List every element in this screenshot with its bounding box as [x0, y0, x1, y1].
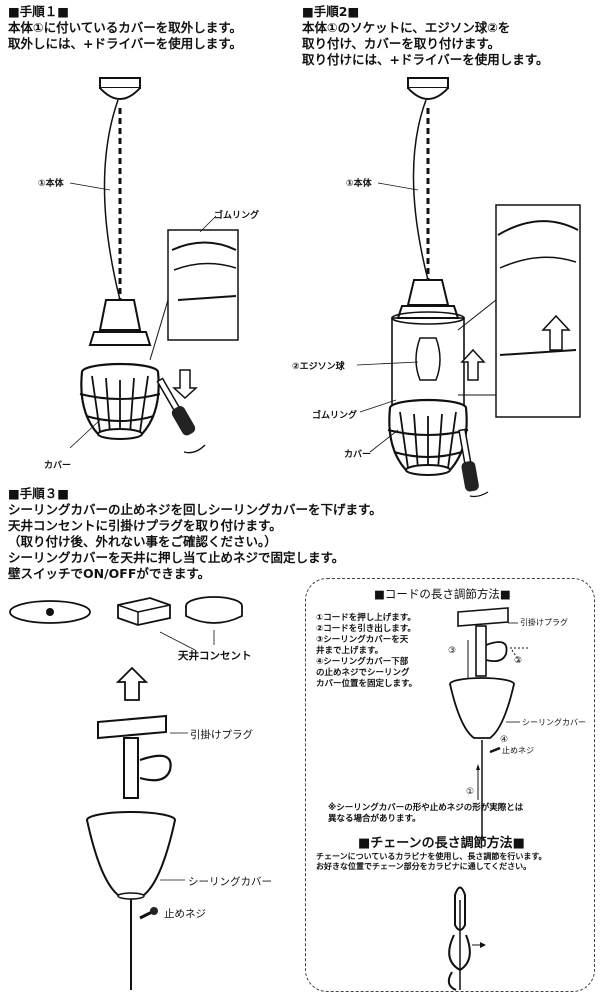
- cord-length-box: [305, 578, 595, 992]
- cord-step-4b: の止めネジでシーリング: [316, 668, 410, 678]
- hook-plug-label: 引掛けプラグ: [190, 729, 253, 741]
- ceiling-cover-label: シーリングカバー: [188, 876, 272, 888]
- step1-line-1: 本体①に付いているカバーを取外します。: [8, 20, 242, 35]
- step2-lamp-drawing: [356, 77, 581, 498]
- chain-line-1: チェーンについているカラビナを使用し、長さ調節を行います。: [316, 852, 547, 861]
- set-screw-label: 止めネジ: [164, 908, 206, 920]
- cord-box-steps: ①コードを押し上げます。 ②コードを引き出します。 ③シーリングカバーを天 井ま…: [316, 613, 417, 690]
- chain-box-text: チェーンについているカラビナを使用し、長さ調節を行います。 お好きな位置でチェー…: [316, 852, 547, 872]
- ceiling-outlet-label: 天井コンセント: [178, 650, 252, 662]
- cord-num-2: ②: [514, 656, 523, 666]
- cord-step-4c: カバー位置を固定します。: [316, 679, 418, 689]
- step2-rubber-ring-label: ゴムリング: [312, 411, 358, 421]
- step3-line-1: シーリングカバーの止めネジを回しシーリングカバーを下げます。: [8, 502, 382, 517]
- step2-cover-label: カバー: [344, 450, 372, 460]
- step3-line-4: シーリングカバーを天井に押し当て止めネジで固定します。: [8, 550, 345, 565]
- step2-bulb-label: ②エジソン球: [292, 362, 345, 372]
- step2-line-1: 本体①のソケットに、エジソン球②を: [302, 20, 511, 35]
- cord-screw-label: 止めネジ: [502, 746, 534, 755]
- cord-num-4: ④: [500, 735, 509, 745]
- step3-line-5: 壁スイッチでON/OFFができます。: [8, 566, 211, 581]
- cord-box-title: ■コードの長さ調節方法■: [374, 587, 511, 601]
- cord-cover-label: シーリングカバー: [522, 718, 586, 727]
- step1-heading: ■手順１■: [8, 4, 70, 19]
- step1-lamp-drawing: [69, 77, 239, 454]
- step2-instructions: ■手順2■ 本体①のソケットに、エジソン球②を 取り付け、カバーを取り付けます。…: [302, 4, 548, 68]
- cord-box-note: ※シーリングカバーの形や止めネジの形が実際とは 異なる場合があります。: [328, 803, 523, 825]
- step2-line-2: 取り付け、カバーを取り付けます。: [302, 36, 501, 51]
- cord-plug-label: 引掛けプラグ: [520, 618, 568, 627]
- cord-num-3: ③: [448, 646, 457, 656]
- cord-step-2: ②コードを引き出します。: [316, 624, 416, 634]
- cord-num-1: ①: [466, 787, 475, 797]
- cord-note-line-1: ※シーリングカバーの形や止めネジの形が実際とは: [328, 803, 524, 813]
- cord-step-1: ①コードを押し上げます。: [316, 613, 416, 623]
- cord-adjust-drawing: [449, 607, 528, 840]
- chain-line-2: お好きな位置でチェーン部分をカラビナに通してください。: [316, 862, 532, 871]
- step3-heading: ■手順３■: [8, 486, 70, 501]
- step2-heading: ■手順2■: [302, 4, 360, 19]
- cord-step-4a: ④シーリングカバー下部: [316, 657, 409, 667]
- chain-box-title: ■チェーンの長さ調節方法■: [358, 836, 525, 851]
- step1-body-label: ①本体: [38, 179, 64, 189]
- step3-ceiling-parts: [9, 596, 243, 990]
- cord-step-3b: 井まで上げます。: [316, 646, 384, 656]
- step1-rubber-ring-label: ゴムリング: [214, 211, 260, 221]
- step1-instructions: ■手順１■ 本体①に付いているカバーを取外します。 取外しには、+ドライバーを使…: [8, 4, 242, 52]
- step2-line-3: 取り付けには、+ドライバーを使用します。: [302, 52, 549, 67]
- step3-line-2: 天井コンセントに引掛けプラグを取り付けます。: [8, 518, 282, 533]
- cord-note-line-2: 異なる場合があります。: [328, 814, 421, 824]
- step3-line-3: （取り付け後、外れない事をご確認ください。）: [8, 534, 277, 549]
- step2-body-label: ①本体: [346, 179, 372, 189]
- step1-cover-label: カバー: [44, 461, 72, 471]
- step3-instructions: ■手順３■ シーリングカバーの止めネジを回しシーリングカバーを下げます。 天井コ…: [8, 486, 382, 582]
- step1-line-2: 取外しには、+ドライバーを使用します。: [8, 36, 242, 51]
- chain-adjust-drawing: [447, 886, 486, 991]
- cord-step-3a: ③シーリングカバーを天: [316, 635, 409, 645]
